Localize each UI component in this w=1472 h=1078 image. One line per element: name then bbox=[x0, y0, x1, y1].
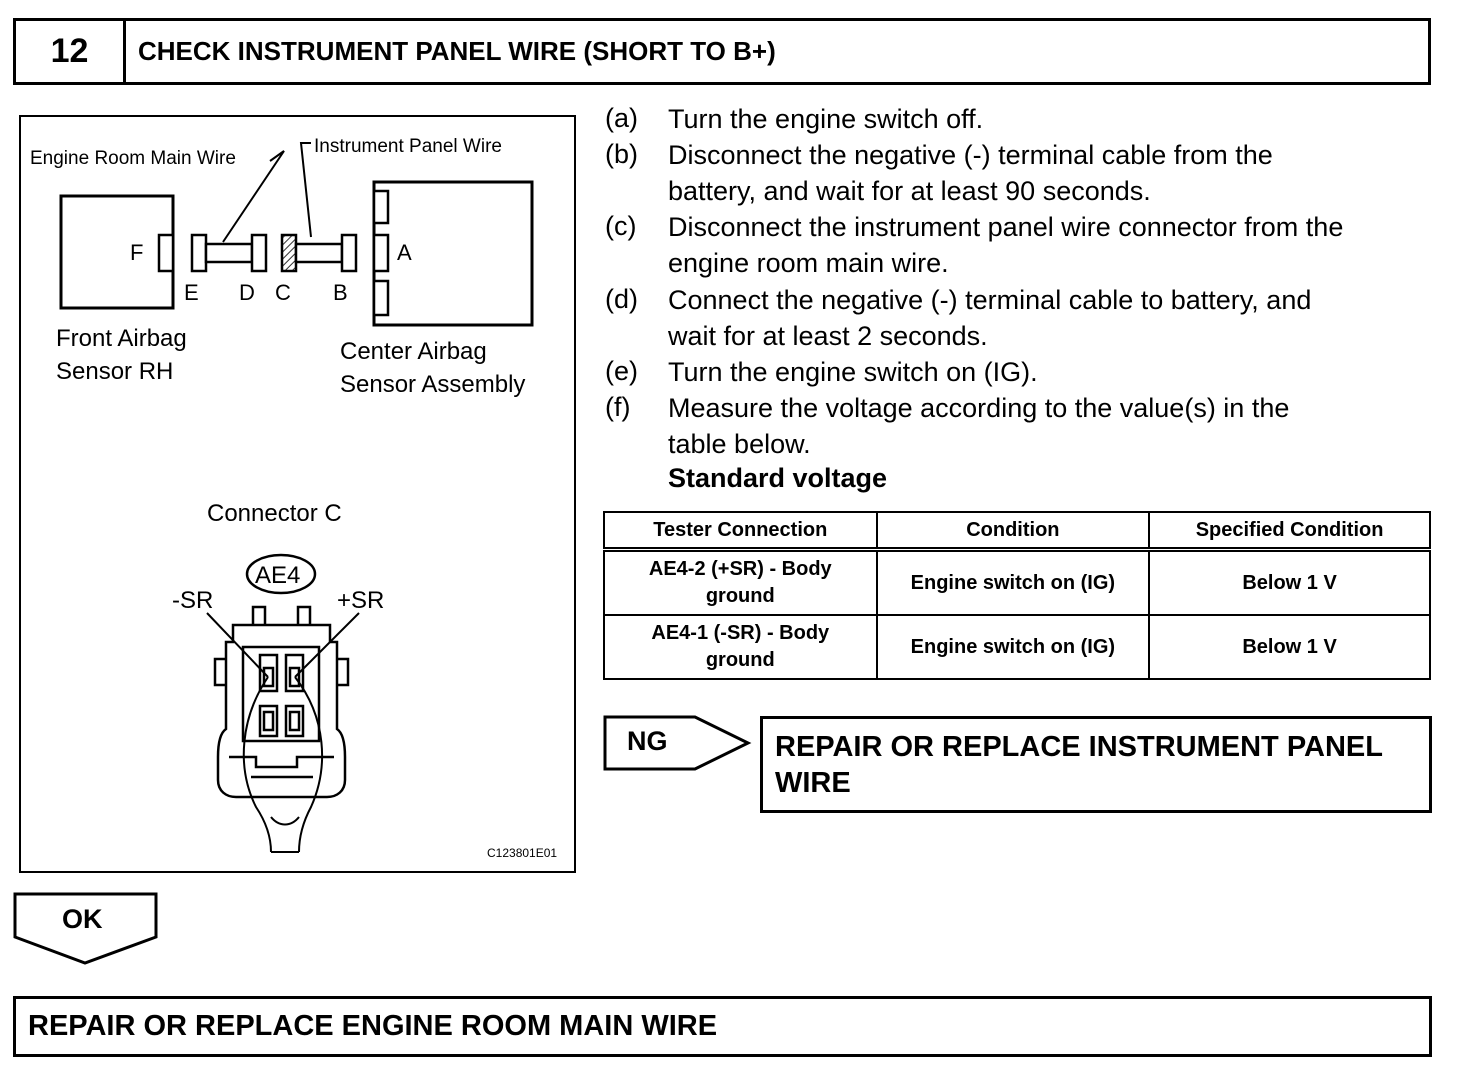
connector-a-label: A bbox=[397, 240, 412, 265]
front-airbag-sensor-box bbox=[59, 194, 175, 310]
connector-d-body bbox=[250, 233, 268, 273]
table-cell-condition: Engine switch on (IG) bbox=[875, 614, 1151, 680]
leader-instrument-panel-wire bbox=[299, 142, 312, 238]
connector-c-label: C bbox=[275, 280, 291, 305]
table-row: AE4-1 (-SR) - Body ground Engine switch … bbox=[603, 614, 1431, 680]
connector-f-label: F bbox=[130, 240, 143, 265]
leader-minus-sr bbox=[206, 612, 269, 678]
figure-id: C123801E01 bbox=[487, 846, 557, 860]
connector-c-housing bbox=[213, 605, 350, 799]
procedure-letter-c: (c) bbox=[605, 211, 637, 241]
procedure-letter-b: (b) bbox=[605, 139, 638, 169]
ng-label: NG bbox=[627, 726, 668, 756]
table-cell-specified: Below 1 V bbox=[1148, 614, 1431, 680]
step-number: 12 bbox=[16, 21, 126, 82]
wiring-diagram-svg: Engine Room Main Wire Instrument Panel W… bbox=[30, 136, 557, 860]
connection-line1: AE4-1 (-SR) - Body bbox=[651, 622, 830, 644]
procedure-text-b-line1: Disconnect the negative (-) terminal cab… bbox=[668, 140, 1273, 170]
connector-c-title: Connector C bbox=[207, 500, 342, 527]
front-airbag-label-line1: Front Airbag bbox=[56, 325, 187, 352]
procedure-text-d-line2: wait for at least 2 seconds. bbox=[668, 321, 988, 351]
center-port-1 bbox=[372, 189, 390, 225]
center-port-3 bbox=[372, 279, 390, 317]
table-cell-specified: Below 1 V bbox=[1148, 548, 1431, 616]
connection-line2: ground bbox=[705, 649, 775, 671]
table-cell-condition: Engine switch on (IG) bbox=[875, 548, 1151, 616]
procedure-text-a: Turn the engine switch off. bbox=[668, 104, 984, 134]
table-header-row: Tester Connection Condition Specified Co… bbox=[603, 511, 1431, 552]
wiring-diagram-figure: Engine Room Main Wire Instrument Panel W… bbox=[19, 115, 576, 873]
procedure-text-b-line2: battery, and wait for at least 90 second… bbox=[668, 176, 1151, 206]
front-airbag-label-line2: Sensor RH bbox=[56, 358, 173, 385]
ng-result-line1: REPAIR OR REPLACE INSTRUMENT PANEL bbox=[775, 731, 1383, 763]
ok-result-box: REPAIR OR REPLACE ENGINE ROOM MAIN WIRE bbox=[13, 996, 1432, 1057]
procedure-text-f-line1: Measure the voltage according to the val… bbox=[668, 393, 1290, 423]
connector-c-body bbox=[280, 233, 298, 273]
step-title: CHECK INSTRUMENT PANEL WIRE (SHORT TO B+… bbox=[138, 36, 776, 66]
table-row: AE4-2 (+SR) - Body ground Engine switch … bbox=[603, 548, 1431, 616]
connector-a-body bbox=[372, 233, 390, 273]
connector-b-label: B bbox=[333, 280, 348, 305]
ng-result-line2: WIRE bbox=[775, 767, 851, 799]
ok-label: OK bbox=[62, 904, 103, 934]
procedure-letter-e: (e) bbox=[605, 356, 638, 386]
connector-b-body bbox=[340, 233, 358, 273]
standard-voltage-table: Tester Connection Condition Specified Co… bbox=[603, 511, 1431, 680]
procedure-text-d-line1: Connect the negative (-) terminal cable … bbox=[668, 285, 1312, 315]
label-instrument-panel-wire: Instrument Panel Wire bbox=[314, 136, 502, 157]
table-header-cell: Tester Connection bbox=[603, 511, 878, 552]
leader-plus-sr bbox=[294, 612, 360, 678]
center-airbag-label-line1: Center Airbag bbox=[340, 338, 487, 365]
procedure-letter-f: (f) bbox=[605, 392, 631, 422]
connector-d-label: D bbox=[239, 280, 255, 305]
table-cell-connection: AE4-2 (+SR) - Body ground bbox=[603, 548, 878, 616]
terminal-plus-label: +SR bbox=[337, 587, 384, 614]
standard-voltage-label: Standard voltage bbox=[668, 463, 888, 493]
procedure-text-c-line1: Disconnect the instrument panel wire con… bbox=[668, 212, 1344, 242]
wire-c-b bbox=[294, 242, 344, 264]
wire-e-d bbox=[204, 242, 254, 264]
procedure-letter-d: (d) bbox=[605, 284, 638, 314]
label-engine-room-main-wire: Engine Room Main Wire bbox=[30, 148, 236, 169]
ok-arrow-icon bbox=[13, 892, 158, 965]
procedure-text-f-line2: table below. bbox=[668, 429, 811, 459]
connector-code-oval bbox=[245, 553, 317, 595]
connector-c-wires bbox=[242, 676, 324, 853]
connector-e-body bbox=[190, 233, 208, 273]
connection-line1: AE4-2 (+SR) - Body bbox=[648, 558, 832, 580]
leader-engine-room-wire bbox=[222, 150, 285, 243]
table-cell-connection: AE4-1 (-SR) - Body ground bbox=[603, 614, 878, 680]
ng-arrow-icon bbox=[603, 715, 752, 771]
table-header-cell: Specified Condition bbox=[1148, 511, 1431, 552]
step-header: 12 CHECK INSTRUMENT PANEL WIRE (SHORT TO… bbox=[13, 18, 1431, 85]
connector-code: AE4 bbox=[255, 562, 300, 589]
connector-f-body bbox=[157, 233, 175, 273]
ng-result-box: REPAIR OR REPLACE INSTRUMENT PANEL WIRE bbox=[760, 716, 1432, 813]
center-airbag-label-line2: Sensor Assembly bbox=[340, 371, 525, 398]
connection-line2: ground bbox=[705, 585, 775, 607]
terminal-minus-label: -SR bbox=[172, 587, 213, 614]
procedure-text-c-line2: engine room main wire. bbox=[668, 248, 949, 278]
table-header-cell: Condition bbox=[875, 511, 1151, 552]
procedure-text-e: Turn the engine switch on (IG). bbox=[668, 357, 1038, 387]
procedure-letter-a: (a) bbox=[605, 103, 638, 133]
connector-e-label: E bbox=[184, 280, 199, 305]
